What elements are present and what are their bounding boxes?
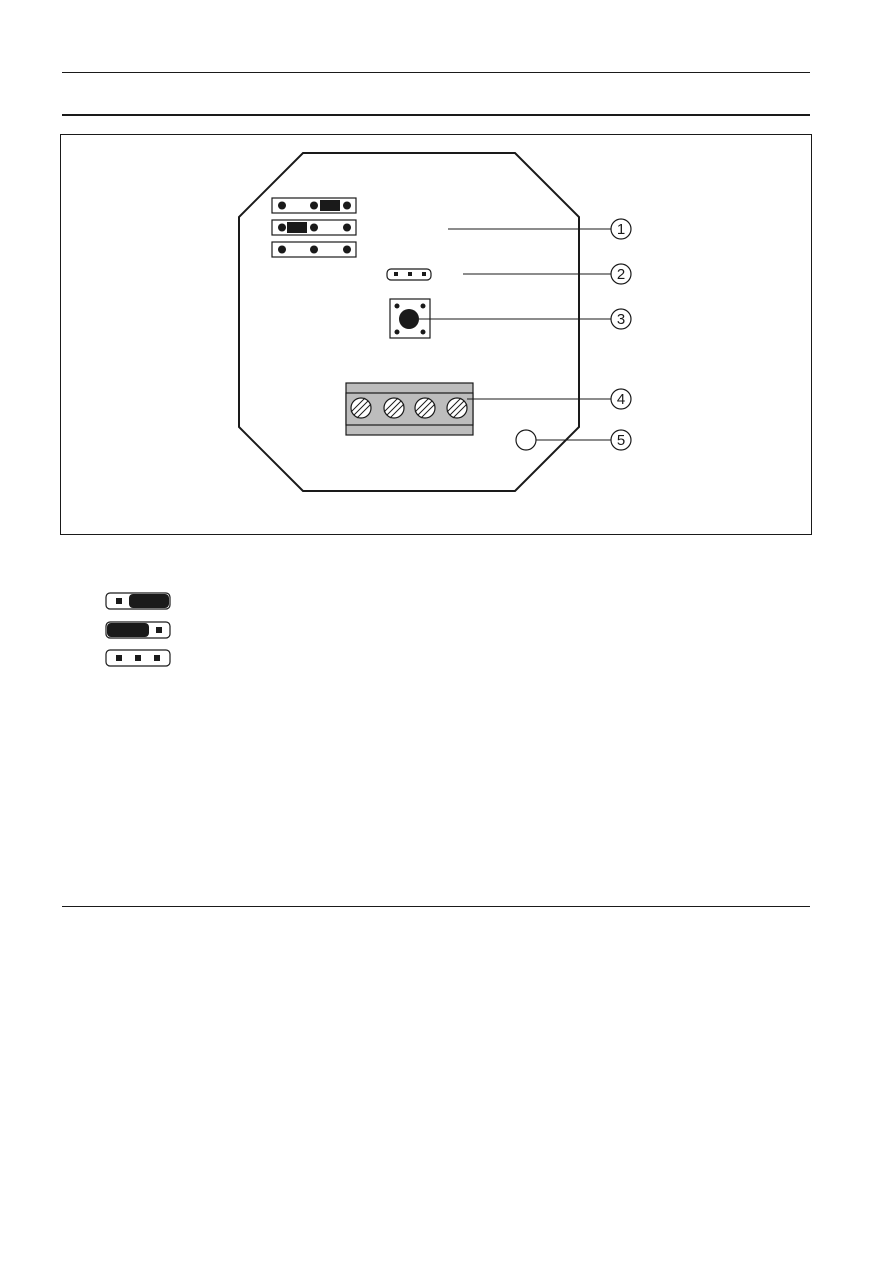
three-pin-header bbox=[386, 268, 432, 281]
terminal-screw bbox=[446, 397, 468, 419]
callout-1: 1 bbox=[610, 218, 632, 240]
callout-5: 5 bbox=[610, 429, 632, 451]
callout-number: 1 bbox=[617, 221, 625, 238]
terminal-screw bbox=[350, 397, 372, 419]
jumper-position-left-icon bbox=[105, 621, 171, 639]
jumper-legend bbox=[104, 592, 184, 670]
callout-number: 5 bbox=[617, 432, 625, 449]
terminal-screw bbox=[414, 397, 436, 419]
callout-number: 2 bbox=[617, 266, 625, 283]
push-button bbox=[389, 298, 431, 339]
jumper-block bbox=[271, 197, 357, 258]
indicator-led bbox=[515, 429, 537, 451]
header-rule-bottom bbox=[62, 114, 810, 116]
terminal-block bbox=[345, 382, 474, 436]
jumper-legend-icons bbox=[105, 592, 171, 667]
callout-number: 4 bbox=[617, 391, 625, 408]
jumper-position-right-icon bbox=[105, 592, 171, 610]
jumper-open-icon bbox=[105, 649, 171, 667]
footer-rule bbox=[62, 906, 810, 907]
terminal-screw bbox=[383, 397, 405, 419]
board-outline bbox=[238, 152, 580, 492]
header-rule-top bbox=[62, 72, 810, 73]
callout-number: 3 bbox=[617, 311, 625, 328]
callout-4: 4 bbox=[610, 388, 632, 410]
circuit-board-figure: 1 2 3 4 5 bbox=[60, 134, 812, 535]
callout-3: 3 bbox=[610, 308, 632, 330]
circuit-board-diagram: 1 2 3 4 5 bbox=[238, 152, 632, 492]
callout-2: 2 bbox=[610, 263, 632, 285]
